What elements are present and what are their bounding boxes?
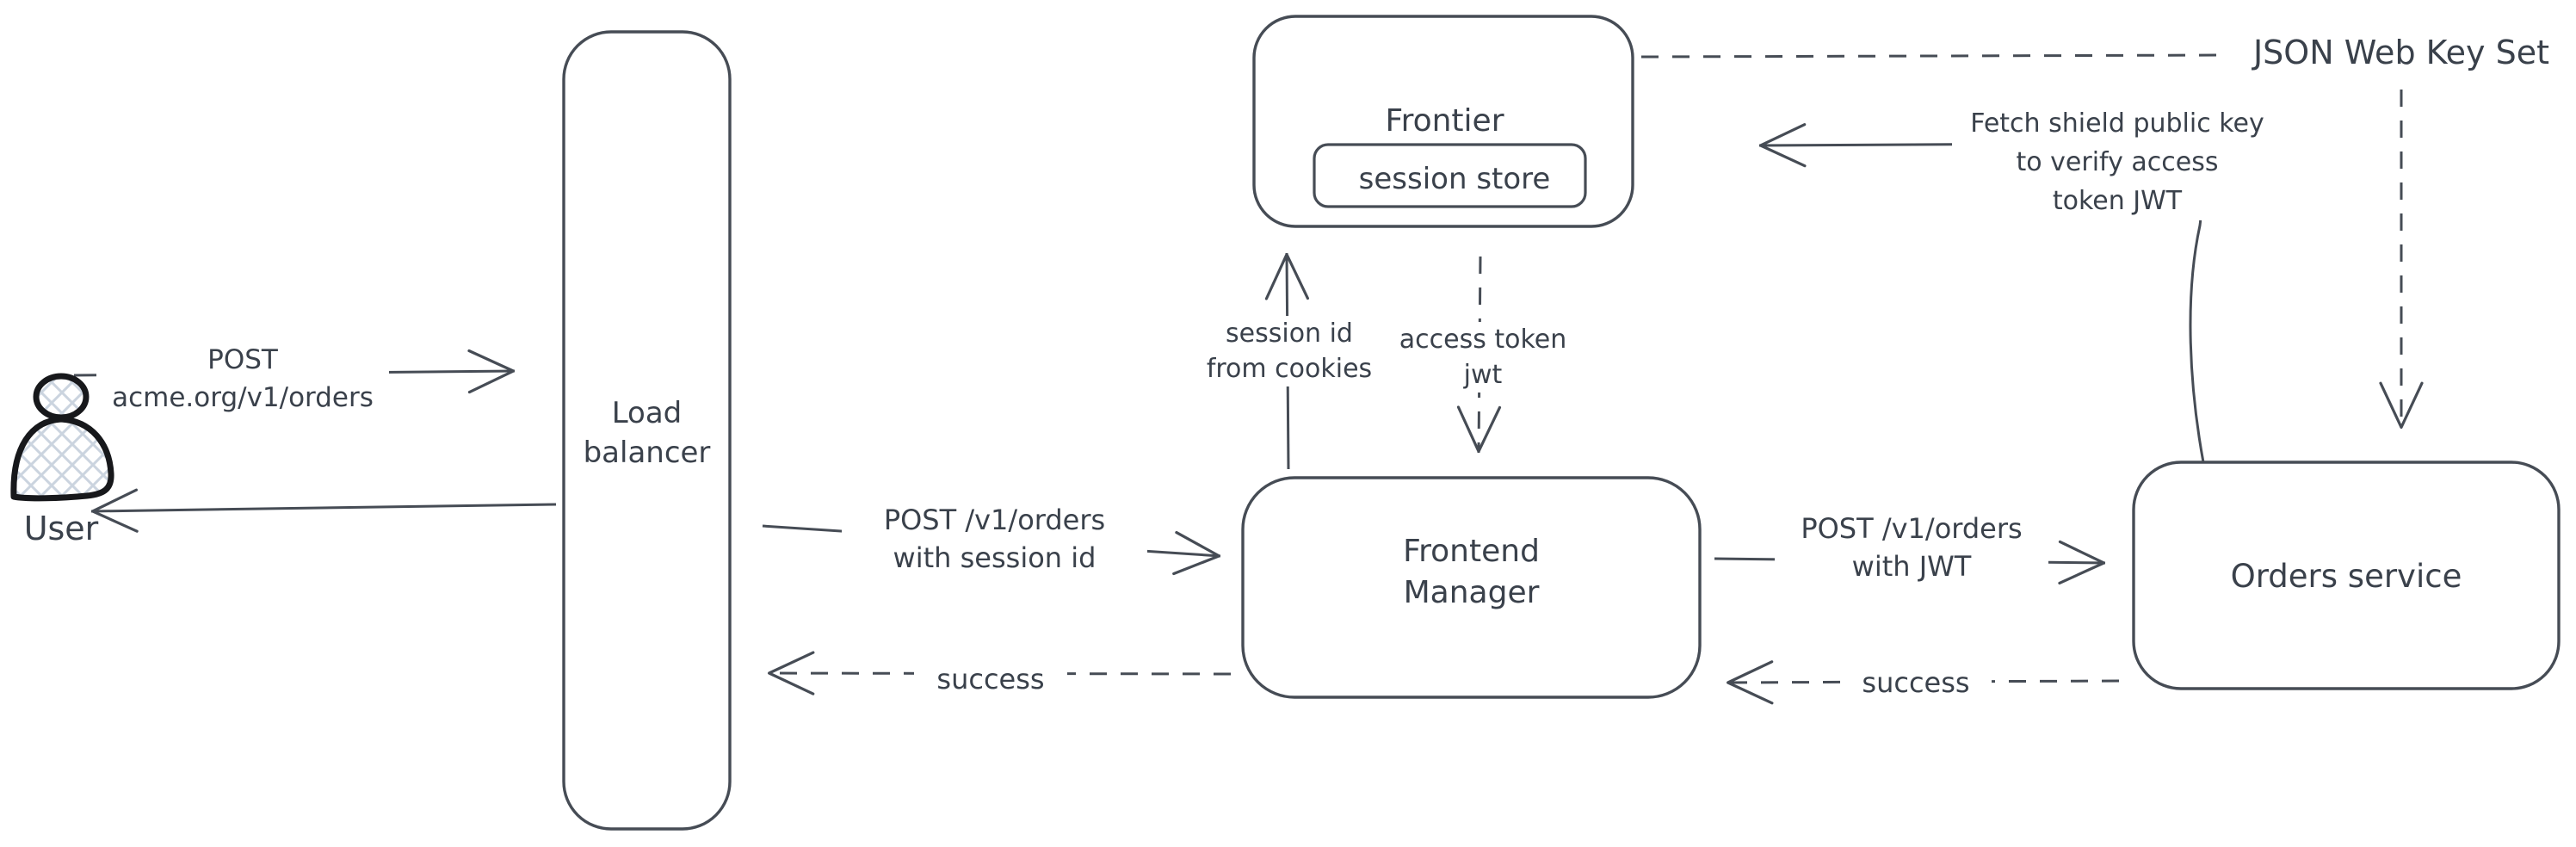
edge-label-post-orders-session-id: POST /v1/orders with session id bbox=[842, 501, 1147, 577]
load-balancer-label: Load balancer bbox=[583, 396, 711, 470]
edge-label-post-acme-orders: POST acme.org/v1/orders bbox=[96, 341, 389, 417]
session-store-label: session store bbox=[1358, 162, 1551, 196]
edge-label-post-orders-jwt: POST /v1/orders with JWT bbox=[1775, 510, 2048, 585]
jwks-label: JSON Web Key Set bbox=[2252, 34, 2550, 71]
edge-label-access-token-jwt: access token jwt bbox=[1386, 322, 1580, 393]
frontier-label: Frontier bbox=[1385, 103, 1504, 139]
frontend-manager-label: Frontend Manager bbox=[1403, 534, 1540, 610]
edge-label-session-id-from-cookies: session id from cookies bbox=[1190, 316, 1388, 386]
orders-service-label: Orders service bbox=[2230, 558, 2462, 595]
user-label: User bbox=[23, 510, 99, 547]
dashed-line-frontier-to-jwks bbox=[1640, 53, 2228, 59]
edge-label-fetch-public-key: Fetch shield public key to verify access… bbox=[1952, 104, 2283, 220]
edge-label-success-left: success bbox=[914, 660, 1067, 698]
edge-label-success-right: success bbox=[1840, 664, 1992, 702]
arrow-load-balancer-to-user bbox=[90, 488, 557, 533]
node-load-balancer[interactable] bbox=[562, 30, 732, 831]
person-icon[interactable] bbox=[10, 373, 114, 502]
node-frontend-manager[interactable] bbox=[1241, 476, 1702, 699]
node-session-store[interactable] bbox=[1313, 143, 1587, 208]
node-orders-service[interactable] bbox=[2132, 461, 2561, 690]
